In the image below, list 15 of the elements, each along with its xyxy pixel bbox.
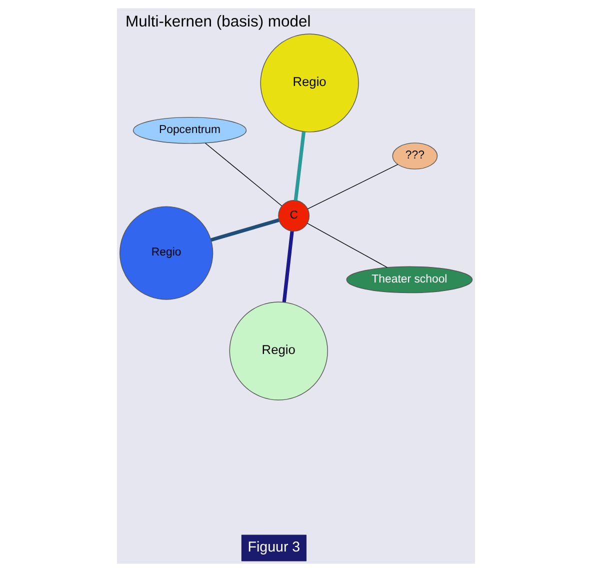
node-circle: C (278, 200, 310, 232)
node-circle: Regio (119, 206, 213, 300)
connector (210, 218, 279, 242)
node-circle: Regio (228, 302, 328, 400)
connector (293, 131, 306, 201)
node-ellipse: Popcentrum (132, 116, 246, 144)
node-ellipse: Theater school (346, 266, 472, 294)
node-ellipse: ??? (392, 142, 438, 170)
connector (204, 142, 282, 206)
connector (306, 222, 388, 268)
caption: Figuur 3 (247, 540, 300, 556)
connector (306, 164, 398, 210)
node-circle: Regio (260, 34, 358, 132)
diagram-title: Multi-kernen (basis) model (125, 14, 310, 31)
connector (282, 231, 294, 302)
